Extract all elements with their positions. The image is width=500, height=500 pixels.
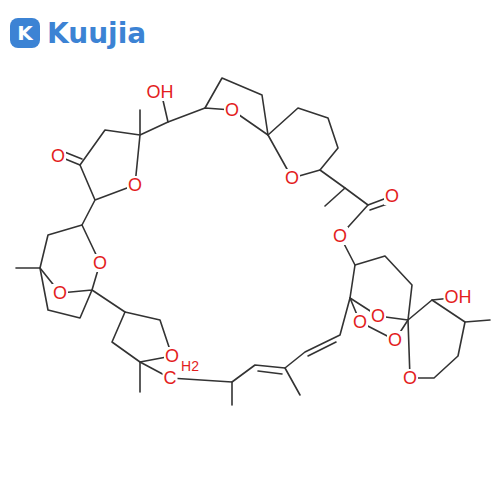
- bond: [139, 362, 141, 392]
- atom-label: O: [224, 101, 240, 119]
- atom-label: O: [92, 254, 108, 272]
- bond: [16, 267, 40, 269]
- bond: [258, 371, 282, 374]
- atom-label: OH: [146, 83, 175, 101]
- bond: [308, 342, 336, 356]
- bond: [40, 268, 92, 318]
- atom-label: O: [164, 347, 180, 365]
- bond: [40, 225, 125, 312]
- logo-letter: K: [17, 23, 33, 43]
- atom-label: O: [332, 227, 348, 245]
- atom-label: O: [50, 147, 66, 165]
- atom-label: H2: [180, 359, 200, 373]
- atom-label: O: [127, 176, 143, 194]
- bond: [408, 300, 465, 378]
- atom-label: C: [163, 369, 178, 387]
- atom-label: O: [402, 369, 418, 387]
- bond: [140, 108, 268, 135]
- watermark: Kuujia: [47, 20, 146, 48]
- bond: [268, 108, 338, 178]
- bond-lines: [16, 78, 490, 405]
- logo-icon: [10, 18, 40, 48]
- atom-label: OH: [444, 288, 473, 306]
- atom-label: O: [352, 313, 368, 331]
- bond: [465, 320, 490, 322]
- atom-label: O: [387, 331, 403, 349]
- atom-label: O: [370, 307, 386, 325]
- bond: [231, 382, 233, 405]
- bond: [205, 78, 268, 135]
- bond: [285, 368, 300, 395]
- atom-label: O: [384, 187, 400, 205]
- atom-label: O: [52, 284, 68, 302]
- bond: [325, 188, 345, 206]
- atom-label: O: [284, 169, 300, 187]
- bond: [320, 170, 368, 265]
